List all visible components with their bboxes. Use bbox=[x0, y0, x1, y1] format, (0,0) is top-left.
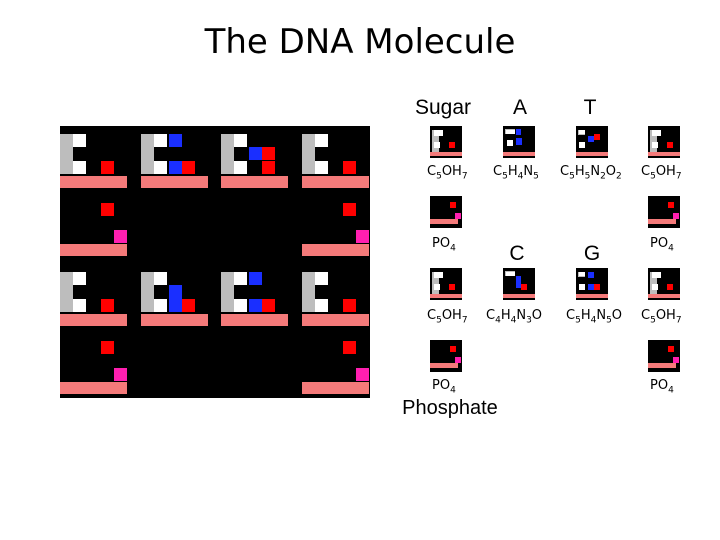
grid-phosphate-red bbox=[343, 341, 356, 354]
grid-sugar-red bbox=[343, 161, 356, 174]
grid-sugar-white bbox=[234, 299, 247, 312]
grid-bar-pink bbox=[60, 314, 127, 326]
phosphate-icon-row4 bbox=[430, 340, 462, 372]
grid-bar-pink bbox=[221, 314, 288, 326]
grid-sugar-white bbox=[315, 299, 328, 312]
sugar-icon-row3 bbox=[430, 268, 462, 300]
grid-base-red bbox=[182, 299, 195, 312]
adenine-icon bbox=[503, 126, 535, 158]
grid-bar-pink bbox=[60, 244, 127, 256]
grid-sugar-white bbox=[73, 161, 86, 174]
guanine-icon bbox=[576, 268, 608, 300]
grid-base-blue bbox=[169, 285, 182, 312]
grid-sugar-gray bbox=[221, 272, 234, 312]
formula-phosphate: PO4 bbox=[432, 236, 456, 254]
grid-bar-pink bbox=[60, 176, 127, 188]
grid-bar-pink bbox=[141, 176, 208, 188]
thymine-icon bbox=[576, 126, 608, 158]
grid-bar-pink bbox=[221, 176, 288, 188]
grid-bar-pink bbox=[302, 176, 369, 188]
grid-sugar-red bbox=[182, 161, 195, 174]
grid-phosphate-magenta bbox=[356, 368, 369, 381]
formula-phosphate-right: PO4 bbox=[650, 236, 674, 254]
cytosine-icon bbox=[503, 268, 535, 300]
phosphate-icon bbox=[430, 196, 462, 228]
grid-base-blue bbox=[249, 147, 262, 160]
grid-base-white bbox=[154, 134, 167, 147]
grid-phosphate-magenta bbox=[356, 230, 369, 243]
grid-sugar-gray bbox=[60, 134, 73, 174]
grid-bar-pink bbox=[141, 314, 208, 326]
grid-bar-pink bbox=[302, 314, 369, 326]
grid-phosphate-red bbox=[343, 203, 356, 216]
page-title: The DNA Molecule bbox=[204, 22, 516, 62]
grid-sugar-red bbox=[343, 299, 356, 312]
formula-sugar-right: C5OH7 bbox=[641, 164, 682, 182]
formula-cytosine: C4H4N3O bbox=[486, 308, 543, 326]
grid-phosphate-red bbox=[101, 341, 114, 354]
header-phosphate: Phosphate bbox=[402, 397, 498, 419]
grid-sugar-white bbox=[154, 161, 167, 174]
grid-base-blue bbox=[249, 272, 262, 285]
sugar-icon bbox=[430, 126, 462, 158]
grid-sugar-red bbox=[101, 161, 114, 174]
grid-sugar-white bbox=[315, 272, 328, 285]
grid-base-red bbox=[262, 147, 275, 160]
grid-phosphate-magenta bbox=[114, 230, 127, 243]
phosphate-icon-right bbox=[648, 196, 680, 228]
formula-guanine: C5H4N5O bbox=[566, 308, 623, 326]
grid-bar-pink bbox=[302, 244, 369, 256]
grid-base-red bbox=[262, 299, 275, 312]
grid-bar-pink bbox=[60, 382, 127, 394]
grid-sugar-red bbox=[101, 299, 114, 312]
grid-sugar-white bbox=[73, 272, 86, 285]
formula-thymine: C5H5N2O2 bbox=[560, 164, 622, 182]
sugar-icon-right bbox=[648, 126, 680, 158]
grid-base-blue bbox=[169, 161, 182, 174]
grid-sugar-white bbox=[73, 299, 86, 312]
grid-sugar-gray bbox=[141, 272, 154, 312]
formula-phosphate-row4-right: PO4 bbox=[650, 378, 674, 396]
grid-sugar-white bbox=[154, 299, 167, 312]
header-c: C bbox=[509, 242, 525, 265]
grid-sugar-white bbox=[315, 134, 328, 147]
grid-base-blue bbox=[169, 134, 182, 147]
formula-sugar-row3: C5OH7 bbox=[427, 308, 468, 326]
grid-phosphate-magenta bbox=[114, 368, 127, 381]
phosphate-icon-row4-right bbox=[648, 340, 680, 372]
grid-sugar-gray bbox=[302, 272, 315, 312]
grid-sugar-white bbox=[234, 134, 247, 147]
grid-sugar-gray bbox=[141, 134, 154, 174]
grid-base-blue bbox=[249, 299, 262, 312]
grid-sugar-white bbox=[73, 134, 86, 147]
grid-sugar-white bbox=[234, 272, 247, 285]
formula-sugar: C5OH7 bbox=[427, 164, 468, 182]
grid-sugar-white bbox=[315, 161, 328, 174]
formula-sugar-row3-right: C5OH7 bbox=[641, 308, 682, 326]
header-sugar: Sugar bbox=[414, 96, 472, 119]
dna-pixel-grid bbox=[60, 126, 370, 398]
header-g: G bbox=[583, 242, 601, 265]
grid-bar-pink bbox=[302, 382, 369, 394]
grid-phosphate-red bbox=[101, 203, 114, 216]
formula-phosphate-row4: PO4 bbox=[432, 378, 456, 396]
grid-sugar-gray bbox=[221, 134, 234, 174]
grid-sugar-gray bbox=[302, 134, 315, 174]
formula-adenine: C5H4N5 bbox=[493, 164, 539, 182]
grid-sugar-gray bbox=[60, 272, 73, 312]
sugar-icon-row3-right bbox=[648, 268, 680, 300]
header-a: A bbox=[512, 96, 527, 119]
grid-sugar-white bbox=[234, 161, 247, 174]
header-t: T bbox=[583, 96, 597, 119]
grid-sugar-white bbox=[154, 272, 167, 285]
grid-sugar-red bbox=[262, 161, 275, 174]
